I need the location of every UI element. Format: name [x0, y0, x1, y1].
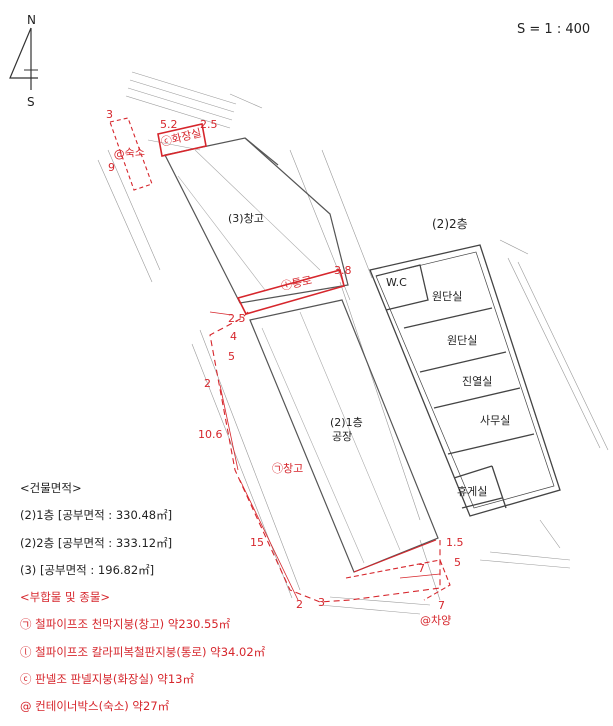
dim-storage-b: 5 [228, 350, 235, 363]
legend-annex-item: ⓛ 철파이프조 칼라피복철판지붕(통로) 약34.02㎡ [20, 644, 266, 659]
factory-1f-outline [249, 299, 439, 573]
dim-canopy-b: 7 [418, 562, 425, 575]
passage-label: ⓛ통로 [280, 274, 313, 293]
legend-annex-title: <부합물 및 종물> [20, 590, 111, 605]
display-room-label: 진열실 [462, 375, 492, 388]
factory-use-label: 공장 [332, 430, 352, 443]
annex-outlines [109, 117, 451, 603]
factory-floor-label: (2)1층 [330, 416, 363, 429]
dim-passage-depth: 2.5 [228, 312, 246, 325]
dim-storage-length: 10.6 [198, 428, 223, 441]
dim-dorm-width: 3 [106, 108, 113, 121]
legend-annex-item: @ 컨테이너박스(숙소) 약27㎡ [20, 699, 170, 714]
dim-storage-c: 2 [204, 377, 211, 390]
legend-item: (3) [공부면적 : 196.82㎡] [20, 562, 155, 577]
annex-dimension-lines [209, 311, 441, 601]
north-arrow-icon [9, 27, 38, 90]
warehouse-label: (3)창고 [228, 212, 264, 225]
dim-bottom-b: 3 [318, 596, 325, 609]
dim-canopy-a: 1.5 [446, 536, 464, 549]
fabric-room-1-label: 원단실 [432, 290, 462, 303]
dim-canopy-d: 7 [438, 599, 445, 612]
dim-restroom-depth: 2.5 [200, 118, 218, 131]
dim-restroom-width: 5.2 [160, 118, 178, 131]
dim-dorm-height: 9 [108, 161, 115, 174]
storage-label: ㉠창고 [272, 462, 303, 475]
compass-north-label: N [27, 13, 36, 27]
dim-canopy-c: 5 [454, 556, 461, 569]
office-label: 사무실 [480, 414, 510, 427]
dim-outer-length: 15 [250, 536, 264, 549]
dim-bottom-a: 2 [296, 598, 303, 611]
dormitory-label: @숙소 [113, 145, 145, 161]
legend-title: <건물면적> [20, 481, 82, 495]
compass-south-label: S [27, 95, 35, 109]
area-legend: <건물면적> (2)1층 [공부면적 : 330.48㎡] (2)2층 [공부면… [20, 480, 320, 726]
dim-passage-width: 3.8 [334, 264, 352, 277]
dim-storage-a: 4 [230, 330, 237, 343]
warehouse-outline [164, 137, 349, 304]
second-floor-title: (2)2층 [432, 217, 468, 231]
second-floor-outline [369, 244, 561, 517]
legend-annex-item: ㉠ 철파이프조 천막지붕(창고) 약230.55㎡ [20, 617, 231, 632]
legend-item: (2)2층 [공부면적 : 333.12㎡] [20, 535, 173, 550]
canopy-label: @차양 [420, 614, 451, 627]
dimension-lines [97, 71, 609, 615]
lounge-label: 휴게실 [457, 485, 487, 498]
legend-item: (2)1층 [공부면적 : 330.48㎡] [20, 508, 173, 523]
wc-label: W.C [386, 276, 407, 289]
fabric-room-2-label: 원단실 [447, 334, 477, 347]
scale-label: S = 1 : 400 [517, 22, 590, 37]
legend-annex-item: ⓒ 판넬조 판넬지붕(화장실) 약13㎡ [20, 672, 194, 687]
